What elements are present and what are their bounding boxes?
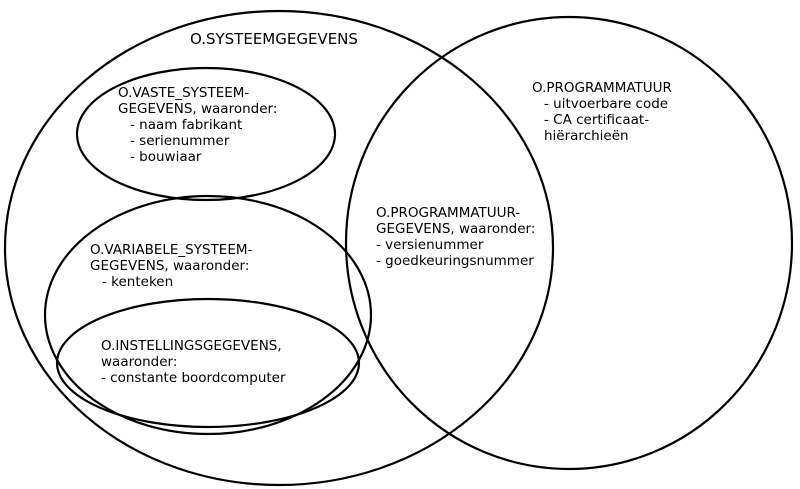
vaste-systeemgegevens-label: O.VASTE_SYSTEEM- GEGEVENS, waaronder: - … (118, 85, 277, 165)
programmatuur-item-hierarchieen: hiërarchieën (544, 128, 629, 144)
programmatuur-ellipse (344, 15, 794, 471)
variabele-systeemgegevens-ellipse (43, 194, 373, 436)
vaste-item-bouwiaar: - bouwiaar (130, 149, 202, 165)
programmatuurgegevens-label: O.PROGRAMMATUUR- GEGEVENS, waaronder: - … (376, 205, 535, 269)
vaste-systeemgegevens-ellipse (75, 66, 337, 202)
instellingsgegevens-label: O.INSTELLINGSGEGEVENS, waaronder: - cons… (101, 338, 286, 386)
programmatuurgegevens-heading-line-1: O.PROGRAMMATUUR- (376, 205, 521, 221)
systeemgegevens-title: O.SYSTEEMGEGEVENS (190, 30, 358, 48)
variabele-systeemgegevens-label: O.VARIABELE_SYSTEEM- GEGEVENS, waaronder… (90, 242, 252, 290)
instellingen-item-constante-boordcomputer: - constante boordcomputer (101, 370, 286, 386)
programmatuurgegevens-item-goedkeuringsnummer: - goedkeuringsnummer (376, 253, 534, 269)
vaste-heading-line-1: O.VASTE_SYSTEEM- (118, 85, 250, 101)
instellingsgegevens-ellipse (55, 297, 361, 429)
instellingen-heading-line-1: O.INSTELLINGSGEGEVENS, (101, 338, 282, 354)
programmatuur-item-ca-certificaat: - CA certificaat- (544, 112, 650, 128)
variabele-heading-line-2: GEGEVENS, waaronder: (90, 258, 250, 274)
variabele-item-kenteken: - kenteken (102, 274, 174, 290)
vaste-item-serienummer: - serienummer (130, 133, 230, 149)
variabele-heading-line-1: O.VARIABELE_SYSTEEM- (90, 242, 253, 258)
programmatuur-label: O.PROGRAMMATUUR - uitvoerbare code - CA … (532, 80, 672, 144)
vaste-item-naam-fabrikant: - naam fabrikant (130, 117, 243, 133)
programmatuurgegevens-item-versienummer: - versienummer (376, 237, 484, 253)
vaste-heading-line-2: GEGEVENS, waaronder: (118, 101, 278, 117)
programmatuur-item-uitvoerbare-code: - uitvoerbare code (544, 96, 669, 112)
programmatuur-heading: O.PROGRAMMATUUR (532, 80, 672, 96)
instellingen-heading-line-2: waaronder: (101, 354, 178, 370)
systeemgegevens-ellipse (3, 9, 555, 487)
programmatuurgegevens-heading-line-2: GEGEVENS, waaronder: (376, 221, 536, 237)
